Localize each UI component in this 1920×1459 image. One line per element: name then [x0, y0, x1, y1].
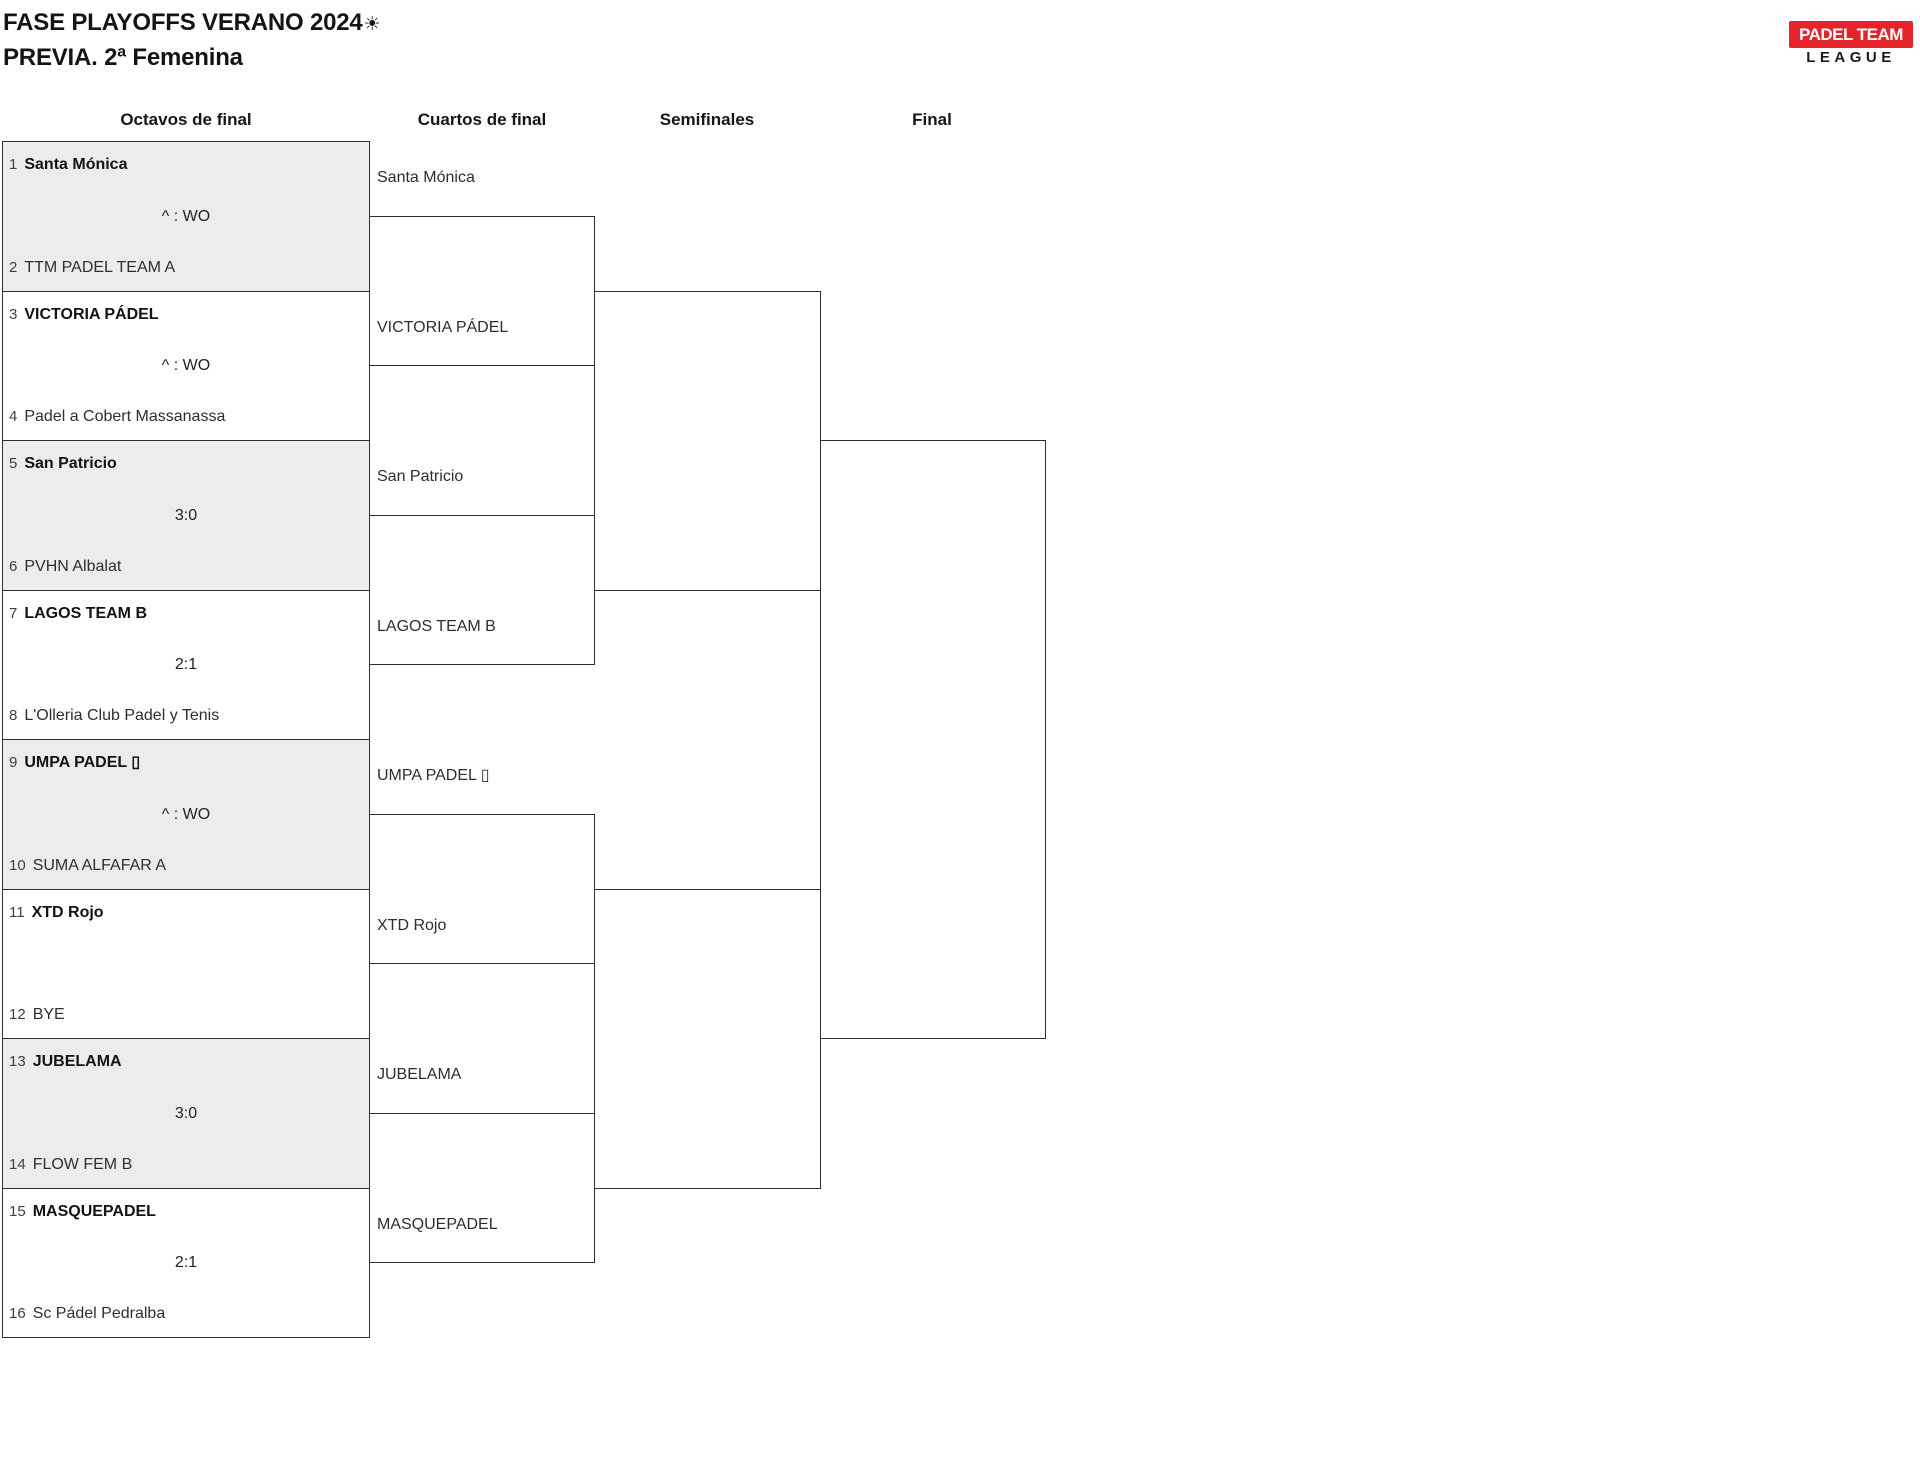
match-team-top: 13 JUBELAMA — [9, 1052, 363, 1072]
sf-connector-1 — [594, 291, 821, 591]
team-name: XTD Rojo — [31, 904, 104, 921]
qf-connector-4 — [369, 1113, 595, 1263]
page-title: FASE PLAYOFFS VERANO 2024☀ — [3, 6, 381, 41]
match-team-top: 1 Santa Mónica — [9, 155, 363, 175]
page-subtitle: PREVIA. 2ª Femenina — [3, 44, 243, 71]
match-box-7: 13 JUBELAMA 3:0 14 FLOW FEM B — [2, 1038, 370, 1189]
logo-padel-team: PADEL TEAM — [1789, 21, 1913, 48]
seed-number: 10 — [9, 857, 26, 874]
team-name: UMPA PADEL ▯ — [24, 754, 141, 771]
match-team-top: 15 MASQUEPADEL — [9, 1202, 363, 1222]
seed-number: 1 — [9, 156, 18, 173]
match-box-8: 15 MASQUEPADEL 2:1 16 Sc Pádel Pedralba — [2, 1188, 370, 1338]
logo-league: LEAGUE — [1806, 49, 1896, 66]
team-name: VICTORIA PÁDEL — [24, 306, 159, 323]
match-team-bottom: 14 FLOW FEM B — [9, 1155, 363, 1175]
seed-number: 2 — [9, 259, 18, 276]
round-header-cuartos: Cuartos de final — [417, 110, 547, 129]
qf-entrant-label-3: San Patricio — [377, 468, 464, 485]
match-score: ^ : WO — [161, 357, 211, 374]
qf-connector-2 — [369, 515, 595, 665]
seed-number: 16 — [9, 1305, 26, 1322]
seed-number: 15 — [9, 1203, 26, 1220]
match-team-top: 3 VICTORIA PÁDEL — [9, 305, 363, 325]
match-team-bottom: 4 Padel a Cobert Massanassa — [9, 407, 363, 427]
match-team-bottom: 8 L'Olleria Club Padel y Tenis — [9, 706, 363, 726]
team-name: FLOW FEM B — [32, 1156, 133, 1173]
page-title-text: FASE PLAYOFFS VERANO 2024 — [3, 9, 363, 36]
team-name: San Patricio — [24, 455, 117, 472]
padel-team-league-logo: PADEL TEAM LEAGUE — [1789, 21, 1913, 66]
match-team-bottom: 10 SUMA ALFAFAR A — [9, 856, 363, 876]
team-name: MASQUEPADEL — [32, 1203, 156, 1220]
match-team-bottom: 6 PVHN Albalat — [9, 557, 363, 577]
match-score: ^ : WO — [161, 805, 211, 823]
match-score: 3:0 — [174, 1104, 198, 1122]
qf-entrant-label-6: XTD Rojo — [377, 917, 447, 934]
match-box-4: 7 LAGOS TEAM B 2:1 8 L'Olleria Club Padel … — [2, 590, 370, 740]
team-name: PVHN Albalat — [24, 558, 122, 575]
match-score: 2:1 — [174, 656, 198, 673]
seed-number: 12 — [9, 1006, 26, 1023]
team-name: Padel a Cobert Massanassa — [24, 408, 226, 425]
title-block: FASE PLAYOFFS VERANO 2024☀ PREVIA. 2ª Fe… — [3, 6, 381, 74]
seed-number: 4 — [9, 408, 18, 425]
match-box-1: 1 Santa Mónica ^ : WO 2 TTM PADEL TEAM A — [2, 141, 370, 292]
round-header-octavos: Octavos de final — [120, 110, 252, 129]
seed-number: 13 — [9, 1053, 26, 1070]
seed-number: 7 — [9, 605, 18, 622]
qf-entrant-label-4: LAGOS TEAM B — [377, 618, 496, 635]
match-team-bottom: 12 BYE — [9, 1005, 363, 1025]
team-name: JUBELAMA — [32, 1053, 122, 1070]
match-team-bottom: 2 TTM PADEL TEAM A — [9, 258, 363, 278]
seed-number: 3 — [9, 306, 18, 323]
qf-connector-1 — [369, 216, 595, 366]
round-header-final: Final — [912, 110, 952, 129]
qf-entrant-label-2: VICTORIA PÁDEL — [377, 319, 509, 336]
match-team-top: 11 XTD Rojo — [9, 903, 363, 923]
match-score: 3:0 — [174, 506, 198, 524]
qf-entrant-label-1: Santa Mónica — [377, 169, 475, 186]
match-box-2: 3 VICTORIA PÁDEL ^ : WO 4 Padel a Cobert M… — [2, 291, 370, 441]
round-header-semifinales: Semifinales — [659, 110, 755, 129]
match-team-top: 7 LAGOS TEAM B — [9, 604, 363, 624]
seed-number: 8 — [9, 707, 18, 724]
qf-connector-3 — [369, 814, 595, 964]
qf-entrant-label-7: JUBELAMA — [377, 1066, 462, 1083]
match-team-top: 9 UMPA PADEL ▯ — [9, 753, 363, 773]
team-name: Sc Pádel Pedralba — [32, 1305, 166, 1322]
match-score: 2:1 — [174, 1254, 198, 1271]
sf-connector-2 — [594, 889, 821, 1189]
final-connector — [820, 440, 1046, 1039]
match-box-6: 11 XTD Rojo 12 BYE — [2, 889, 370, 1039]
team-name: LAGOS TEAM B — [24, 605, 148, 622]
seed-number: 14 — [9, 1156, 26, 1173]
match-team-top: 5 San Patricio — [9, 454, 363, 474]
match-box-3: 5 San Patricio 3:0 6 PVHN Albalat — [2, 440, 370, 591]
seed-number: 6 — [9, 558, 18, 575]
team-name: TTM PADEL TEAM A — [24, 259, 176, 276]
seed-number: 5 — [9, 455, 18, 472]
seed-number: 11 — [9, 904, 25, 921]
qf-entrant-label-8: MASQUEPADEL — [377, 1216, 498, 1233]
sun-icon: ☀ — [363, 14, 381, 35]
team-name: BYE — [32, 1006, 65, 1023]
match-team-bottom: 16 Sc Pádel Pedralba — [9, 1304, 363, 1324]
qf-entrant-label-5: UMPA PADEL ▯ — [377, 767, 490, 784]
team-name: L'Olleria Club Padel y Tenis — [24, 707, 220, 724]
team-name: SUMA ALFAFAR A — [32, 857, 167, 874]
seed-number: 9 — [9, 754, 18, 771]
match-score: ^ : WO — [161, 207, 211, 225]
team-name: Santa Mónica — [24, 156, 128, 173]
match-box-5: 9 UMPA PADEL ▯ ^ : WO 10 SUMA ALFAFAR A — [2, 739, 370, 890]
